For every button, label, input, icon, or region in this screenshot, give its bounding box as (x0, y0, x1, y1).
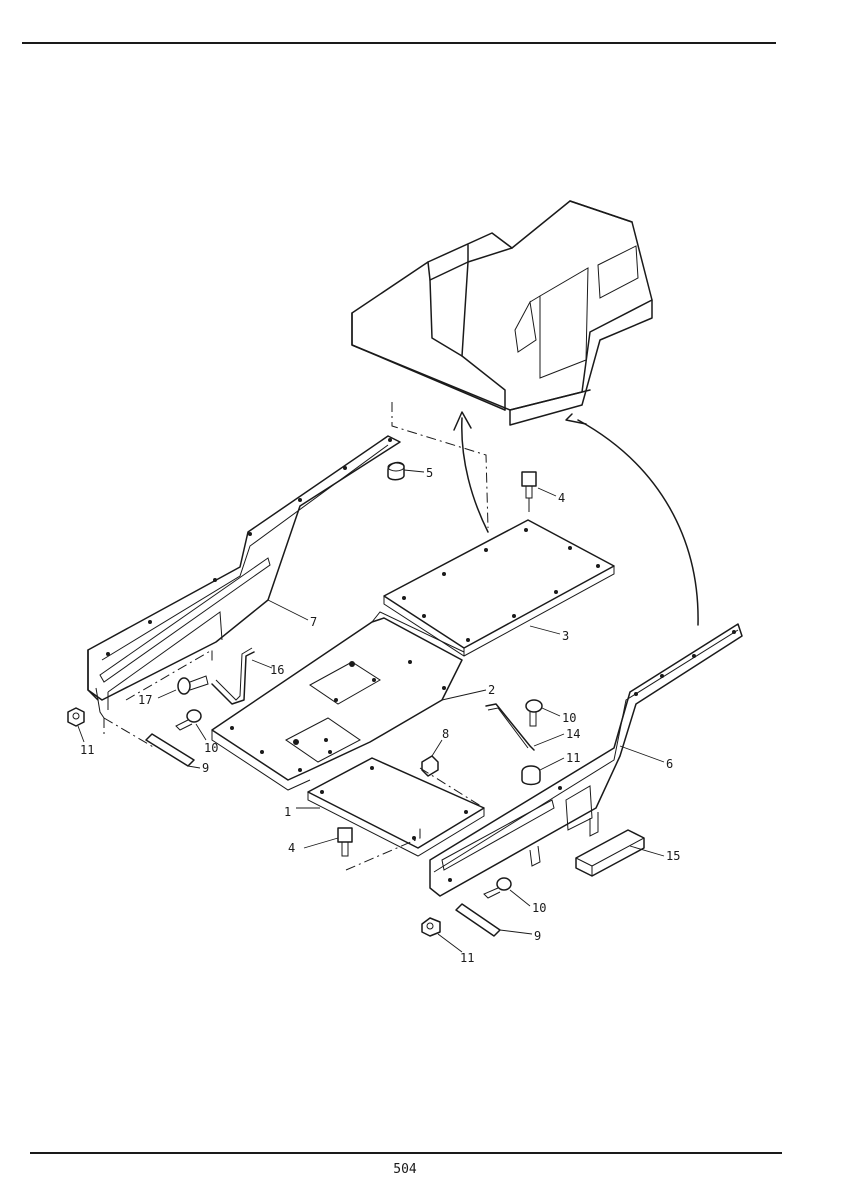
callout-1: 1 (284, 805, 291, 819)
floor-plate-2 (211, 611, 465, 791)
callout-11: 11 (566, 751, 580, 765)
part-5-cap (387, 461, 405, 481)
callout-4: 4 (288, 841, 295, 855)
part-4-bolt-upper (521, 471, 537, 512)
part-17-pin (177, 675, 209, 695)
part-11-nut-bottom (421, 917, 441, 937)
callout-2: 2 (488, 683, 495, 697)
callout-17: 17 (138, 693, 152, 707)
callout-3: 3 (562, 629, 569, 643)
part-14-rod (485, 703, 535, 751)
operator-cab (351, 200, 653, 426)
part-4-bolt-lower (337, 827, 353, 857)
part-9-plate-bottom (455, 903, 501, 937)
callout-11: 11 (460, 951, 474, 965)
callout-9: 9 (534, 929, 541, 943)
callout-10: 10 (562, 711, 576, 725)
part-11-nut-left (67, 707, 85, 727)
callout-10: 10 (532, 901, 546, 915)
bottom-rule (30, 1152, 782, 1154)
top-rule (22, 42, 776, 44)
callout-11: 11 (80, 743, 94, 757)
callout-labels: 5 4 7 3 16 2 17 11 10 9 8 10 14 11 6 1 4… (80, 466, 680, 965)
floor-plate-1 (307, 757, 485, 857)
assembly-guide-lines (103, 402, 489, 871)
page-number: 504 (393, 1162, 417, 1177)
callout-14: 14 (566, 727, 580, 741)
part-10-bolt-left (175, 709, 202, 731)
callout-6: 6 (666, 757, 673, 771)
part-9-plate-left (145, 733, 195, 767)
callout-15: 15 (666, 849, 680, 863)
callout-16: 16 (270, 663, 284, 677)
part-10-bolt-bottom (483, 877, 512, 899)
part-15-bracket (575, 829, 645, 877)
part-11-nut-right (521, 765, 541, 786)
callout-7: 7 (310, 615, 317, 629)
callout-5: 5 (426, 466, 433, 480)
callout-leaders (77, 469, 665, 953)
part-8-bolt (421, 755, 439, 777)
callout-10: 10 (204, 741, 218, 755)
part-10-bolt-right (525, 699, 543, 727)
callout-8: 8 (442, 727, 449, 741)
right-side-frame (429, 623, 743, 897)
callout-4: 4 (558, 491, 565, 505)
assembly-arrows (453, 411, 699, 626)
callout-9: 9 (202, 761, 209, 775)
left-side-frame (87, 435, 401, 719)
part-16-rod (211, 647, 255, 705)
floor-plate-3 (383, 519, 615, 657)
